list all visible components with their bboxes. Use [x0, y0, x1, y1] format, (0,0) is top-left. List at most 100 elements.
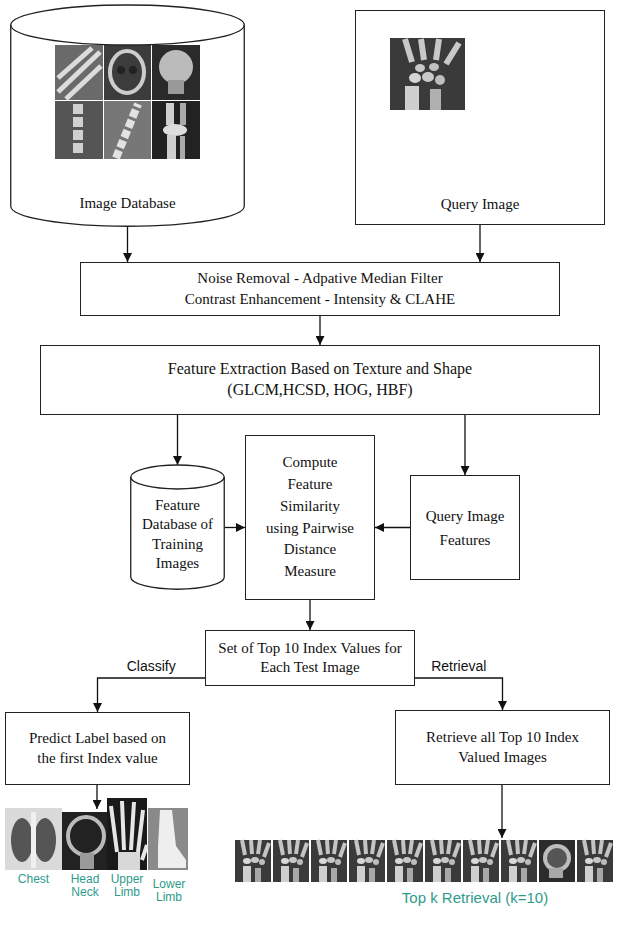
xray-collage	[168, 80, 184, 94]
caption-label: Upper Limb	[106, 873, 148, 900]
class-examples	[107, 798, 147, 870]
flow-arrow	[319, 316, 320, 345]
retrieved-strip	[387, 840, 423, 882]
node-text: Image Database	[79, 194, 175, 214]
xray-collage	[55, 101, 103, 159]
flow-arrow	[225, 527, 245, 528]
xray-collage	[110, 51, 144, 93]
class-examples	[68, 817, 104, 855]
class-examples	[111, 801, 147, 860]
output-arrow	[501, 780, 502, 838]
xray-collage	[58, 48, 101, 99]
xray-collage	[152, 45, 200, 100]
xray-collage	[167, 135, 176, 159]
node-text: Set of Top 10 Index Values for Each Test…	[214, 639, 406, 678]
node-text: Feature Database of Training Images	[134, 496, 221, 574]
flow-arrow	[98, 678, 206, 712]
process-box: Set of Top 10 Index Values for Each Test…	[205, 630, 415, 686]
retrieved-strip	[235, 840, 613, 882]
database-cylinder: Feature Database of Training Images	[130, 465, 225, 590]
node-text: Query Image Features	[421, 504, 509, 552]
xray-collage	[73, 104, 83, 114]
flow-arrow	[127, 227, 128, 262]
node-text: Query Image	[441, 195, 520, 215]
xray-collage	[104, 45, 151, 100]
output-arrow	[97, 780, 502, 838]
xray-collage	[55, 45, 200, 159]
xray-collage	[163, 124, 187, 136]
flow-arrow	[375, 527, 410, 528]
class-examples	[62, 812, 107, 870]
caption-label: Top k Retrieval (k=10)	[340, 890, 610, 907]
retrieved-strip	[463, 840, 499, 882]
class-examples	[158, 810, 186, 868]
xray-collage	[73, 130, 83, 140]
process-box: Noise Removal - Adpative Median FilterCo…	[80, 262, 560, 316]
flow-arrow	[464, 415, 465, 475]
class-examples	[31, 812, 36, 868]
node-text: Contrast Enhancement - Intensity & CLAHE	[185, 289, 455, 310]
xray-collage	[73, 143, 83, 153]
class-examples	[5, 808, 62, 870]
process-box: Feature Extraction Based on Texture and …	[40, 345, 600, 415]
edge-label: Classify	[125, 658, 178, 675]
class-examples	[148, 808, 188, 870]
image-box: Query Image	[355, 10, 605, 225]
process-box: Predict Label based on the first Index v…	[5, 712, 190, 785]
cylinder-top	[11, 5, 245, 45]
flow-arrow	[309, 600, 310, 630]
process-box: Compute Feature Similarity using Pairwis…	[245, 435, 375, 600]
cylinder-body	[11, 25, 245, 226]
xray-collage	[166, 103, 174, 125]
retrieved-strip	[577, 840, 613, 882]
query-xray	[430, 89, 441, 110]
flow-arrow	[479, 225, 480, 262]
retrieved-strip	[501, 840, 537, 882]
xray-collage	[180, 103, 186, 125]
node-text: Feature Extraction Based on Texture and …	[131, 359, 509, 401]
retrieved-strip	[539, 840, 575, 882]
query-xray	[390, 38, 465, 110]
xray-collage	[116, 104, 138, 158]
cylinder-top	[131, 465, 225, 489]
query-xray	[415, 64, 425, 72]
node-text: Predict Label based on the first Index v…	[28, 729, 167, 768]
edge-label: Retrieval	[429, 658, 488, 675]
xray-collage	[104, 101, 151, 159]
xray-collage	[73, 117, 83, 127]
xray-collage	[152, 101, 200, 159]
node-text: Retrieve all Top 10 Index Valued Images	[418, 728, 587, 767]
class-examples	[34, 818, 56, 862]
query-xray	[409, 73, 421, 83]
retrieved-strip	[349, 840, 385, 882]
query-xray	[435, 75, 445, 85]
node-text: Noise Removal - Adpative Median Filter	[197, 268, 442, 289]
query-xray	[429, 63, 439, 71]
database-cylinder: Image Database	[10, 5, 245, 227]
xray-collage	[180, 136, 185, 159]
query-xray	[405, 86, 419, 110]
xray-collage	[159, 50, 193, 84]
xray-collage	[55, 45, 103, 100]
process-box: Retrieve all Top 10 Index Valued Images	[395, 710, 610, 785]
class-examples	[118, 852, 140, 870]
retrieved-strip	[235, 840, 271, 882]
caption-label: Lower Limb	[148, 878, 190, 905]
process-box: Query Image Features	[410, 475, 520, 580]
flow-arrow	[415, 678, 503, 710]
retrieved-strip	[311, 840, 347, 882]
class-examples	[80, 853, 94, 869]
flow-arrow	[177, 415, 178, 465]
retrieved-strip	[273, 840, 309, 882]
xray-collage	[129, 66, 137, 74]
caption-label: Head Neck	[62, 873, 108, 900]
cylinder-body	[131, 477, 225, 589]
cylinder-outline	[10, 5, 245, 227]
retrieved-strip	[425, 840, 461, 882]
query-xray	[405, 39, 459, 64]
query-xray	[422, 72, 434, 82]
class-examples	[11, 818, 33, 862]
caption-label: Chest	[5, 873, 62, 886]
node-text: Compute Feature Similarity using Pairwis…	[262, 452, 358, 583]
